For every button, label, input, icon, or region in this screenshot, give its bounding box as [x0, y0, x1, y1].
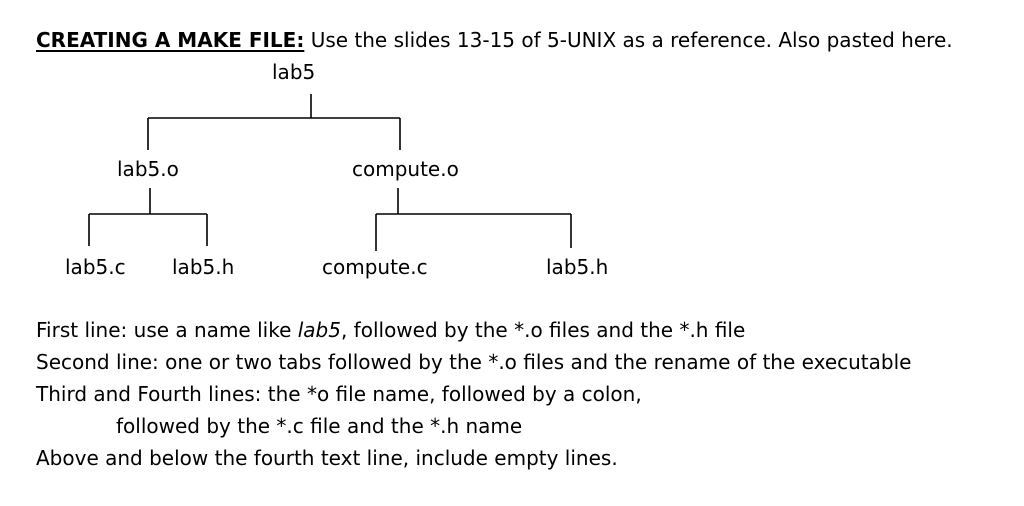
node-lab5-h-left: lab5.h [172, 255, 235, 279]
node-lab5-o: lab5.o [117, 157, 179, 181]
instructions: First line: use a name like lab5, follow… [36, 314, 911, 474]
heading-text: Use the slides 13-15 of 5-UNIX as a refe… [310, 28, 953, 52]
node-compute-o: compute.o [352, 157, 459, 181]
node-compute-c: compute.c [322, 255, 428, 279]
instruction-line-1: First line: use a name like lab5, follow… [36, 314, 911, 346]
instruction-line-5: Above and below the fourth text line, in… [36, 446, 618, 470]
dependency-tree-lines [88, 94, 572, 251]
instruction-line-1-emphasis: lab5 [297, 318, 341, 342]
node-lab5-h-right: lab5.h [546, 255, 609, 279]
node-lab5: lab5 [272, 60, 316, 84]
instruction-line-4: followed by the *.c file and the *.h nam… [116, 414, 523, 438]
instruction-line-2: Second line: one or two tabs followed by… [36, 350, 912, 374]
instruction-line-1-start: First line: use a name like [36, 318, 298, 342]
instruction-line-3: Third and Fourth lines: the *o file name… [36, 382, 642, 406]
instruction-line-1-end: , followed by the *.o files and the *.h … [340, 318, 746, 342]
heading-title: CREATING A MAKE FILE: [36, 28, 305, 52]
heading: CREATING A MAKE FILE: Use the slides 13-… [36, 26, 953, 54]
node-lab5-c: lab5.c [65, 255, 126, 279]
